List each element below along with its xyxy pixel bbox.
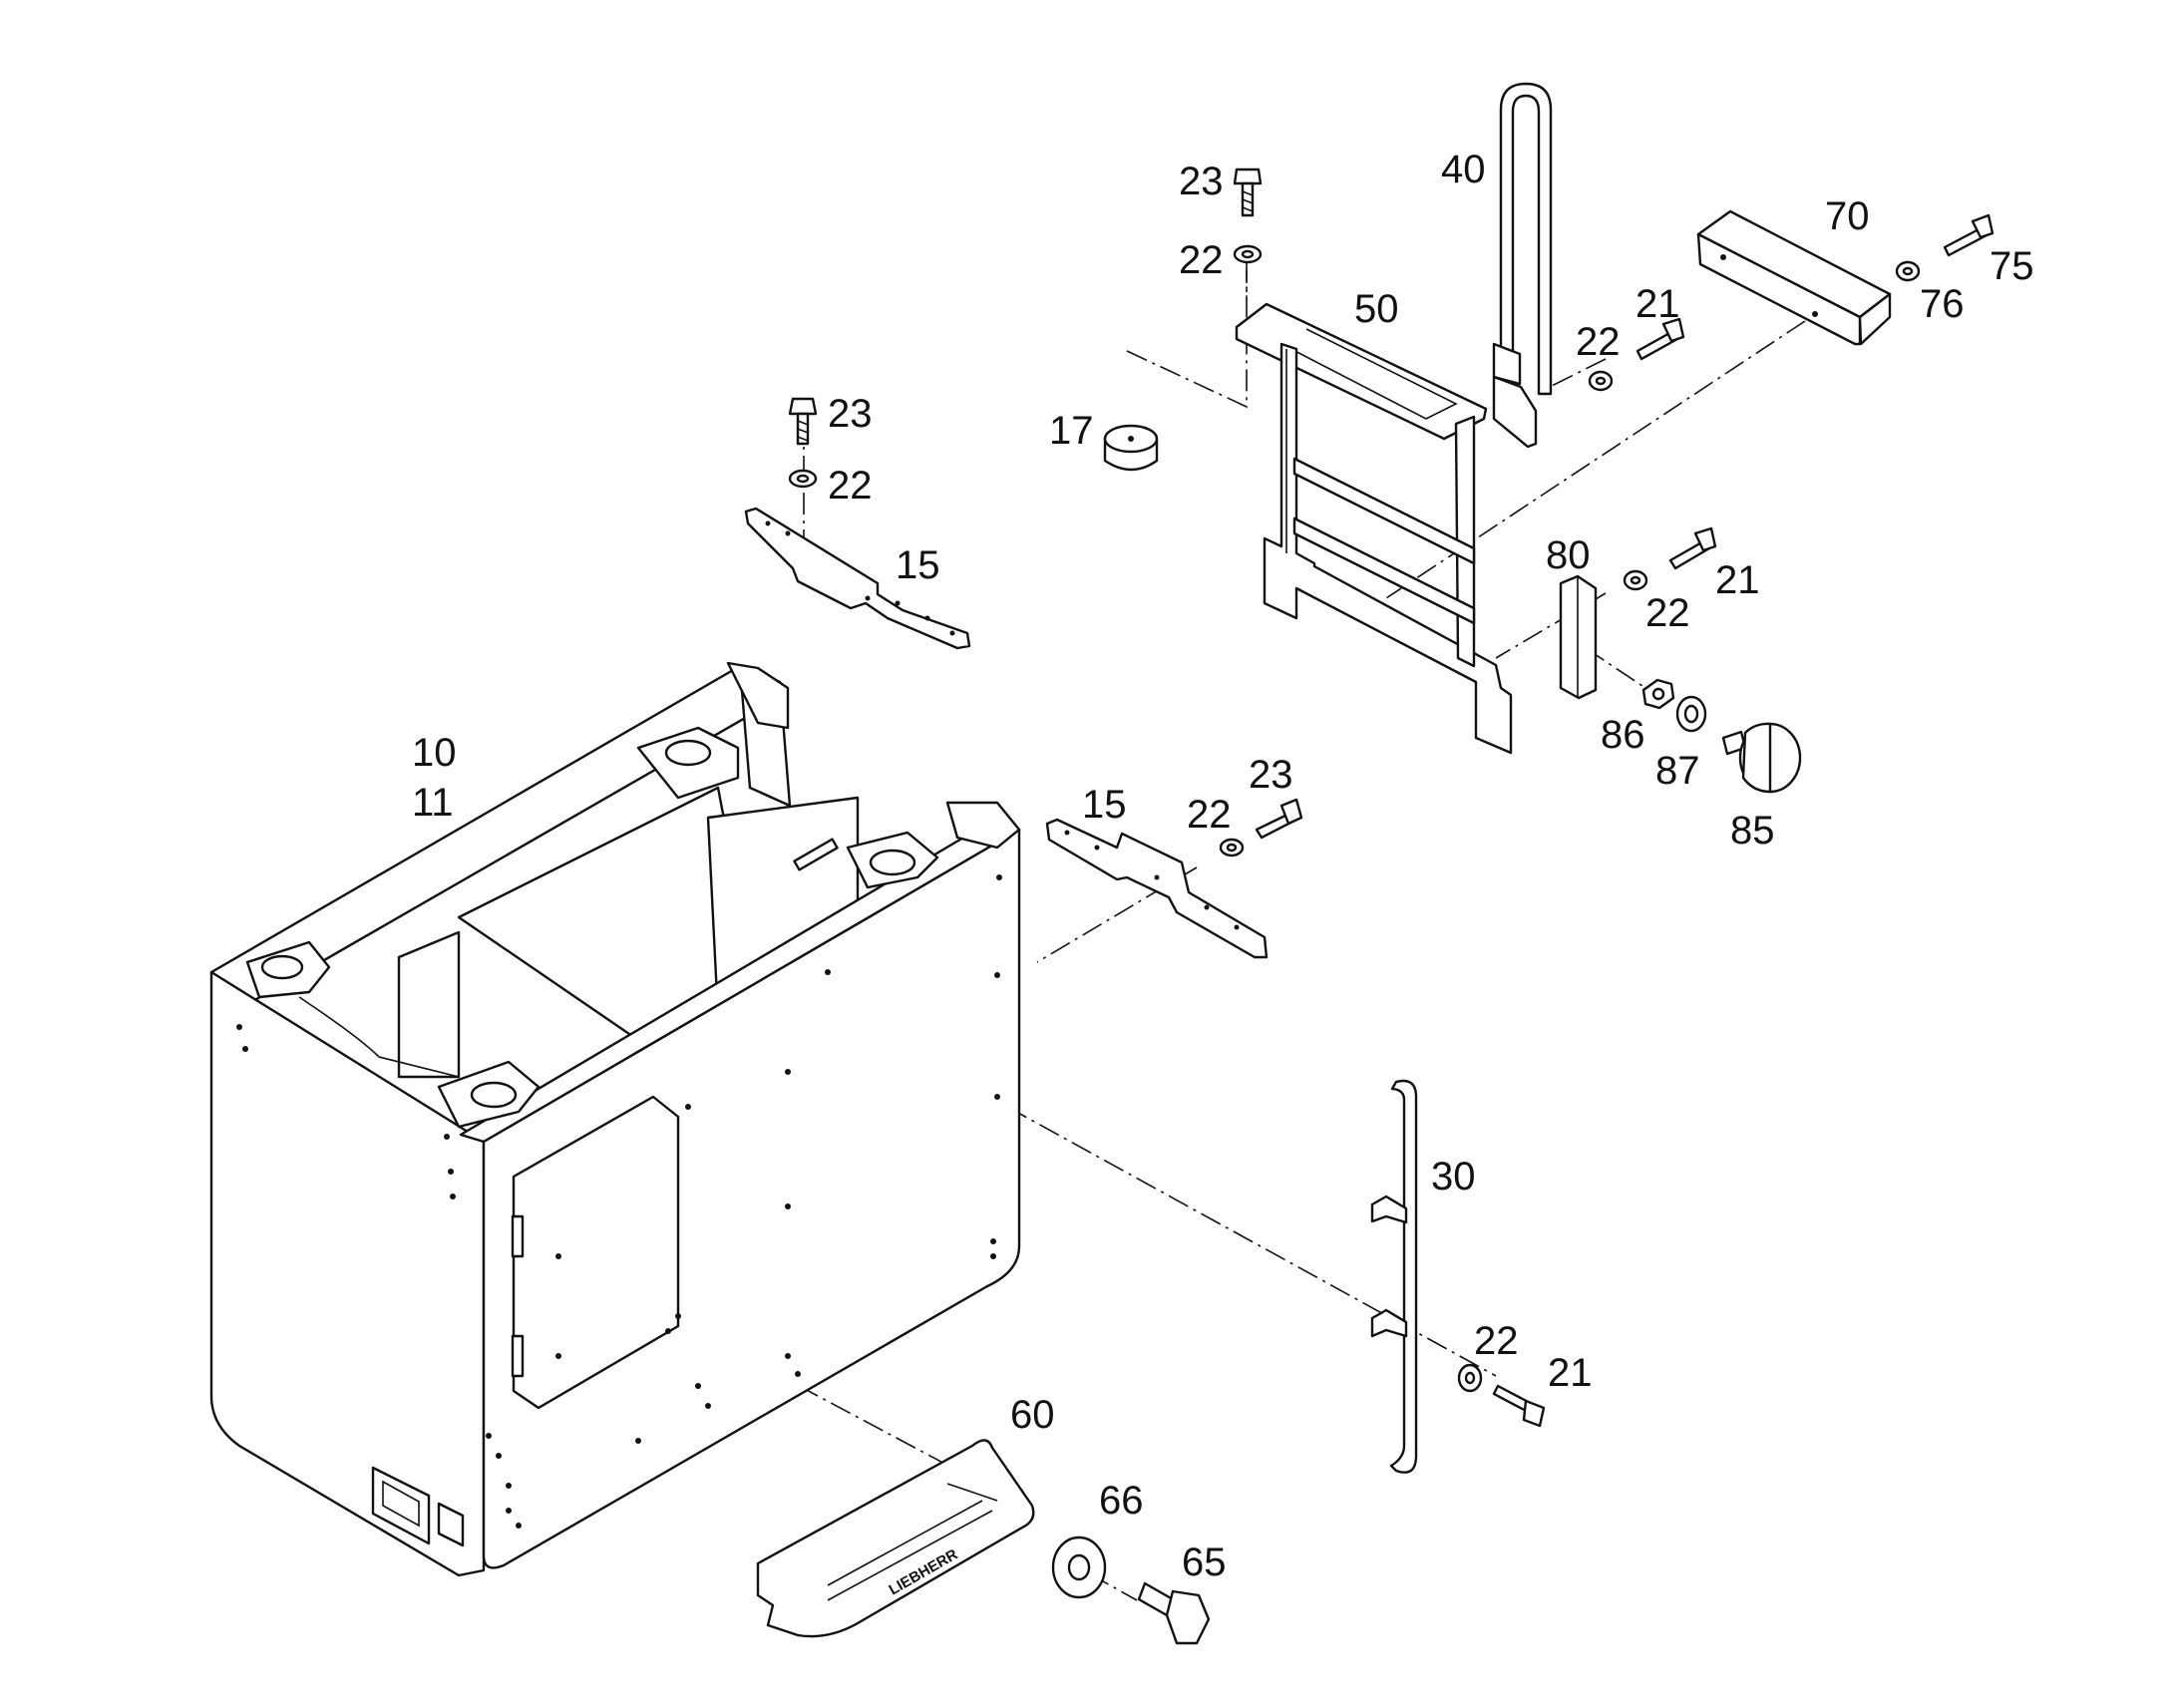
plate-15-upper [744,507,971,650]
callout-22-left: 22 [828,464,873,508]
callout-23-top: 23 [1179,160,1224,203]
callout-40: 40 [1441,148,1486,191]
washer-22-left [788,469,818,489]
plate-15-lower [1045,818,1269,959]
box-left-panel [209,970,486,1577]
box-front-panel [482,828,1021,1569]
box-inner-curve [298,996,460,1078]
part-60-step: LIEBHERR [756,1439,1035,1638]
box-mount-hole-4 [260,954,304,980]
callout-22-middle-right: 22 [1645,591,1690,635]
callout-75: 75 [1990,244,2034,288]
door-hinge-top [511,1214,525,1258]
bolt-21-middle [1668,526,1717,570]
callout-80: 80 [1546,533,1591,577]
callout-85: 85 [1730,809,1775,853]
box-holes [236,874,1002,1529]
washer-87 [1675,695,1707,733]
bolt-21-top [1635,317,1685,361]
box-slot [793,838,839,871]
bolt-75 [1943,213,1995,257]
tank-box [209,661,1021,1577]
bracket-50-crossbar-2 [1292,516,1476,625]
washer-76 [1895,260,1921,282]
washer-22-upper-right [1588,370,1614,392]
bracket-50-frame [1263,342,1513,755]
callout-23-left: 23 [828,392,873,436]
callout-65: 65 [1182,1540,1227,1584]
part-15-upper [744,507,971,650]
callout-21-bottom: 21 [1548,1351,1593,1395]
part-50-bracket [1235,302,1513,755]
box-connector [437,1502,465,1547]
part-40-handle [1492,82,1553,449]
bracket-50-crossbar-1 [1292,457,1476,565]
line-17-to-bracket [1126,269,1248,409]
bolt-65 [1137,1581,1211,1645]
callout-22-right: 22 [1187,793,1232,837]
part-80-bracket [1559,574,1598,700]
bolt-23-right [1255,798,1303,840]
knob-85 [1721,722,1802,794]
callout-11: 11 [412,781,454,825]
bolt-21-bottom [1492,1384,1546,1428]
box-label-plate-inner [382,1480,420,1528]
box-mount-hole-3 [470,1081,518,1109]
washer-22-right [1219,838,1245,857]
washer-22-lower-right [1457,1363,1483,1393]
box-corner-plate-front [945,801,1021,850]
callout-86: 86 [1601,713,1645,757]
callout-22-lower-right: 22 [1474,1319,1519,1363]
door-hinge-bottom [511,1334,525,1378]
line-15b-to-box [1036,866,1198,963]
callout-15-lower: 15 [1082,783,1127,827]
callout-60: 60 [1010,1393,1055,1437]
callout-70: 70 [1825,194,1870,238]
box-label-plate [371,1466,431,1545]
part-15-lower [1045,818,1269,959]
callout-30: 30 [1431,1155,1476,1198]
callout-66: 66 [1099,1479,1144,1523]
callout-50: 50 [1354,287,1399,331]
bolt-23-top [1233,168,1263,217]
callouts: 10 11 15 15 17 21 21 21 22 22 22 22 22 2… [412,148,2034,1584]
callout-10: 10 [412,731,457,775]
callout-76: 76 [1920,282,1965,326]
box-corner-plate-back [726,661,790,730]
box-mount-hole-1 [664,739,712,767]
callout-21-middle: 21 [1715,558,1760,602]
box-inner-wall [397,930,461,1079]
line-21-to-40 [1545,358,1607,390]
bracket-50-top-flange [1235,302,1488,441]
callout-23-right: 23 [1249,753,1293,797]
box-mount-hole-2 [869,849,916,876]
callout-17: 17 [1049,409,1094,453]
washer-22-top [1233,244,1263,264]
callout-22-upper-right: 22 [1576,320,1621,364]
callout-21-top: 21 [1635,282,1680,326]
part-30-handle [1370,1079,1418,1474]
nut-86 [1641,678,1675,710]
part-70-step [1696,209,1892,346]
part-17-buffer [1103,424,1159,472]
bolt-23-left [788,397,818,446]
line-30-to-box [1006,1106,1497,1377]
washer-66 [1051,1536,1107,1599]
washer-22-middle-right [1623,569,1648,591]
callout-22-top: 22 [1179,238,1224,282]
callout-15-upper: 15 [896,543,940,587]
callout-87: 87 [1655,749,1700,793]
